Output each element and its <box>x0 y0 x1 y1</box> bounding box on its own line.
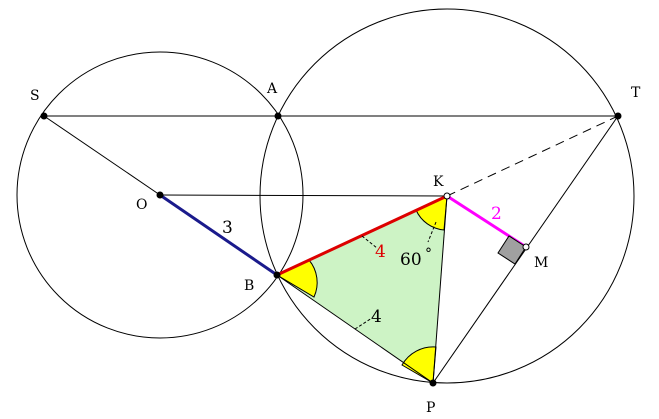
angle-k-value: 60 <box>400 250 422 270</box>
leader-bp <box>354 317 373 330</box>
right-angle-mark-m <box>497 235 527 265</box>
length-bk: 4 <box>375 242 386 262</box>
line-kp <box>432 195 448 384</box>
length-km: 2 <box>491 204 502 224</box>
label-b: B <box>244 278 254 294</box>
label-o: O <box>136 197 147 213</box>
segment-bk <box>276 194 448 277</box>
line-kt-dashed <box>446 115 619 197</box>
line-so <box>43 115 161 196</box>
point-o <box>156 191 164 199</box>
leader-angle-k <box>427 221 437 243</box>
label-k: K <box>433 174 444 190</box>
triangle-bkp <box>277 196 447 383</box>
point-a <box>274 112 282 120</box>
point-b <box>273 271 281 279</box>
point-m <box>522 243 530 251</box>
point-s <box>40 112 48 120</box>
point-t <box>614 112 622 120</box>
angle-k-degree: ° <box>425 246 432 262</box>
point-k <box>443 192 451 200</box>
label-s: S <box>30 88 40 104</box>
segment-ob <box>159 193 278 277</box>
length-bp: 4 <box>371 307 382 327</box>
label-a: A <box>266 81 278 97</box>
point-p <box>429 379 437 387</box>
large-circle <box>259 8 635 384</box>
label-p: P <box>426 400 435 416</box>
label-m: M <box>534 255 548 271</box>
length-ob: 3 <box>222 218 233 238</box>
line-ok <box>159 194 448 197</box>
leader-bk <box>361 235 378 249</box>
label-t: T <box>631 85 641 101</box>
